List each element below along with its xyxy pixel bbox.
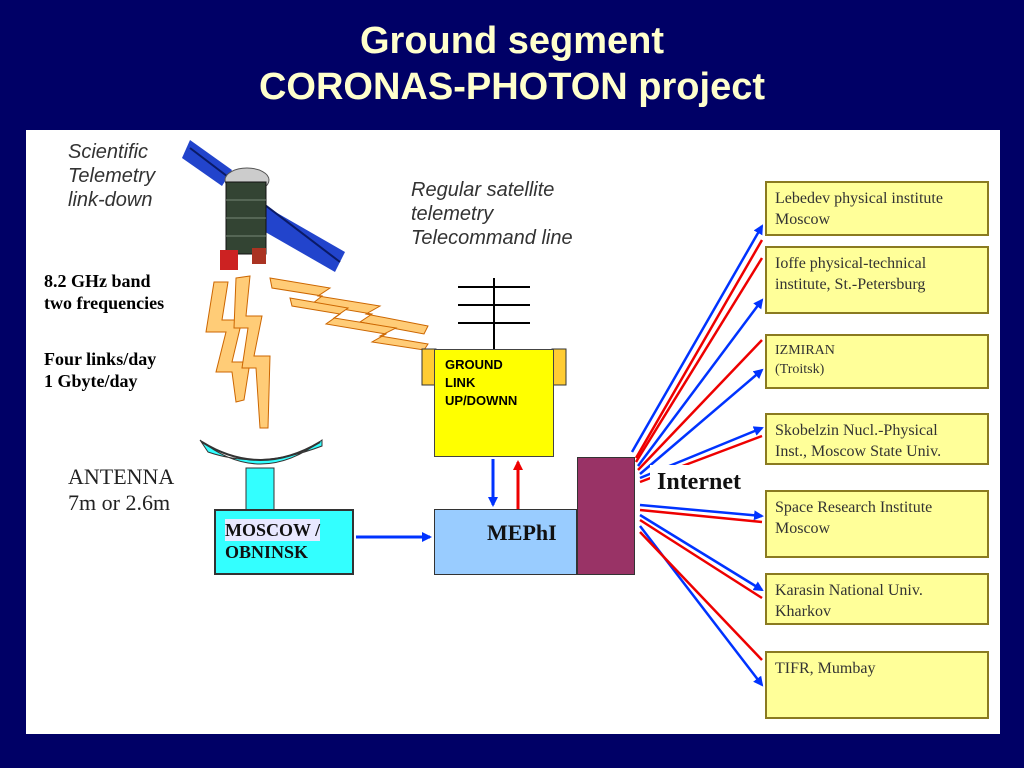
institute-line: Moscow xyxy=(775,211,831,228)
link-arrow-red xyxy=(639,518,763,600)
link-arrow-red xyxy=(634,239,764,459)
moscow-obninsk-box: MOSCOW / OBNINSK xyxy=(214,509,354,575)
lightning-icon-uplink xyxy=(269,277,429,351)
internet-link-arrows xyxy=(630,224,764,687)
link-arrow-blue xyxy=(639,503,764,521)
label-line: 1 Gbyte/day xyxy=(44,371,138,391)
institute-line: Ioffe physical-technical xyxy=(775,255,927,272)
label-line: Scientific xyxy=(68,141,149,163)
label-line: link-down xyxy=(68,189,153,211)
internet-text: Internet xyxy=(657,469,741,495)
link-arrow-blue xyxy=(639,368,764,475)
link-arrow-red xyxy=(639,508,763,524)
lightning-icon xyxy=(205,275,271,429)
institute-box-iki: Space Research Institute Moscow xyxy=(765,490,989,558)
ground-link-box: GROUND LINK UP/DOWNN xyxy=(434,349,554,457)
links-per-day-label: Four links/day 1 Gbyte/day xyxy=(44,348,156,392)
title-line-1: Ground segment xyxy=(359,20,665,62)
label-line: ANTENNA xyxy=(68,464,175,489)
scientific-telemetry-label: Scientific Telemetry link-down xyxy=(68,140,155,212)
slide-title: Ground segment CORONAS-PHOTON project xyxy=(0,18,1024,110)
regular-telemetry-label: Regular satellite telemetry Telecommand … xyxy=(411,178,573,250)
institute-line: Karasin National Univ. xyxy=(775,582,923,599)
institute-box-lebedev: Lebedev physical institute Moscow xyxy=(765,181,989,236)
ground-link-line: LINK xyxy=(445,375,476,390)
institute-line: (Troitsk) xyxy=(775,362,825,377)
label-line: telemetry xyxy=(411,203,494,225)
institute-box-ioffe: Ioffe physical-technical institute, St.-… xyxy=(765,246,989,314)
satellite-icon xyxy=(182,140,345,272)
link-arrow-blue xyxy=(636,298,764,467)
label-line: Regular satellite xyxy=(411,179,555,201)
institute-box-tifr: TIFR, Mumbay xyxy=(765,651,989,719)
title-line-2: CORONAS-PHOTON project xyxy=(258,66,765,108)
institute-box-skobelzin: Skobelzin Nucl.-Physical Inst., Moscow S… xyxy=(765,413,989,465)
dish-antenna-icon xyxy=(199,438,323,511)
internet-label: Internet xyxy=(650,465,768,503)
institute-line: Inst., Moscow State Univ. xyxy=(775,443,942,460)
link-arrow-red xyxy=(637,339,763,471)
label-line: Telemetry xyxy=(68,165,156,187)
server-block xyxy=(577,457,635,575)
ground-link-tab-right xyxy=(551,348,567,386)
link-arrow-blue xyxy=(639,513,764,592)
link-arrow-red xyxy=(634,257,764,463)
institute-box-izmiran: IZMIRAN (Troitsk) xyxy=(765,334,989,389)
institute-line: Moscow xyxy=(775,520,831,537)
moscow-line: OBNINSK xyxy=(225,542,309,562)
institute-line: Skobelzin Nucl.-Physical xyxy=(775,422,938,439)
label-line: 8.2 GHz band xyxy=(44,271,151,291)
institute-line: TIFR, Mumbay xyxy=(775,660,876,677)
label-line: Telecommand line xyxy=(411,227,573,249)
band-label: 8.2 GHz band two frequencies xyxy=(44,270,164,314)
mephi-box: MEPhI xyxy=(434,509,577,575)
institute-line: Kharkov xyxy=(775,603,831,620)
ground-link-line: GROUND xyxy=(445,357,503,372)
label-line: two frequencies xyxy=(44,293,165,313)
ground-link-line: UP/DOWNN xyxy=(445,393,518,408)
link-arrow-red xyxy=(639,531,763,661)
label-line: 7m or 2.6m xyxy=(68,490,171,515)
institute-line: IZMIRAN xyxy=(775,343,835,358)
link-arrow-blue xyxy=(630,224,764,453)
label-line: Four links/day xyxy=(44,349,157,369)
moscow-line: MOSCOW / xyxy=(225,519,321,541)
institute-line: Space Research Institute xyxy=(775,499,933,516)
institute-box-karasin: Karasin National Univ. Kharkov xyxy=(765,573,989,625)
antenna-mast-icon xyxy=(458,278,530,349)
institute-line: institute, St.-Petersburg xyxy=(775,276,926,293)
institute-line: Lebedev physical institute xyxy=(775,190,943,207)
antenna-label: ANTENNA 7m or 2.6m xyxy=(68,464,174,516)
mephi-label: MEPhI xyxy=(487,520,557,545)
